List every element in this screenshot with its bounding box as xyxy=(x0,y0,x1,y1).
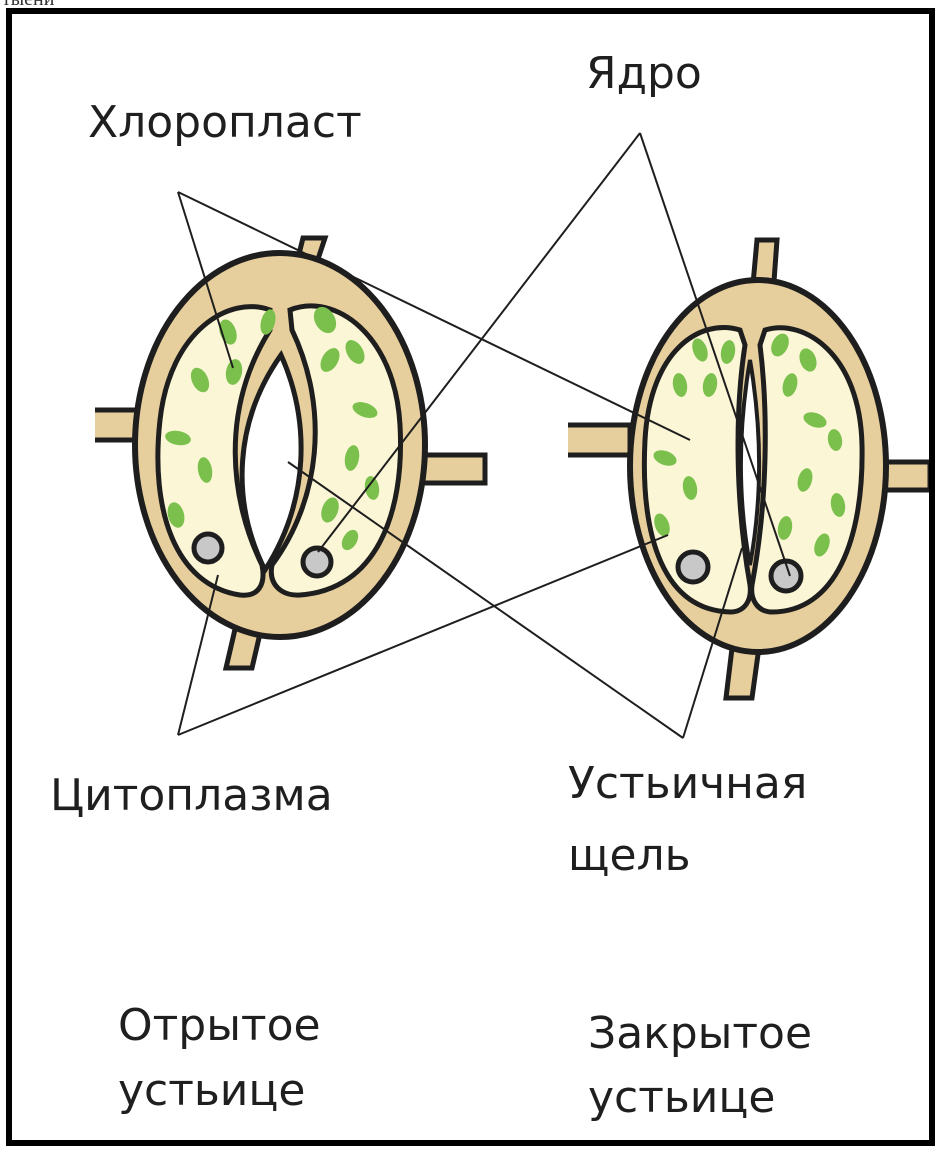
figure-frame xyxy=(6,8,935,1146)
